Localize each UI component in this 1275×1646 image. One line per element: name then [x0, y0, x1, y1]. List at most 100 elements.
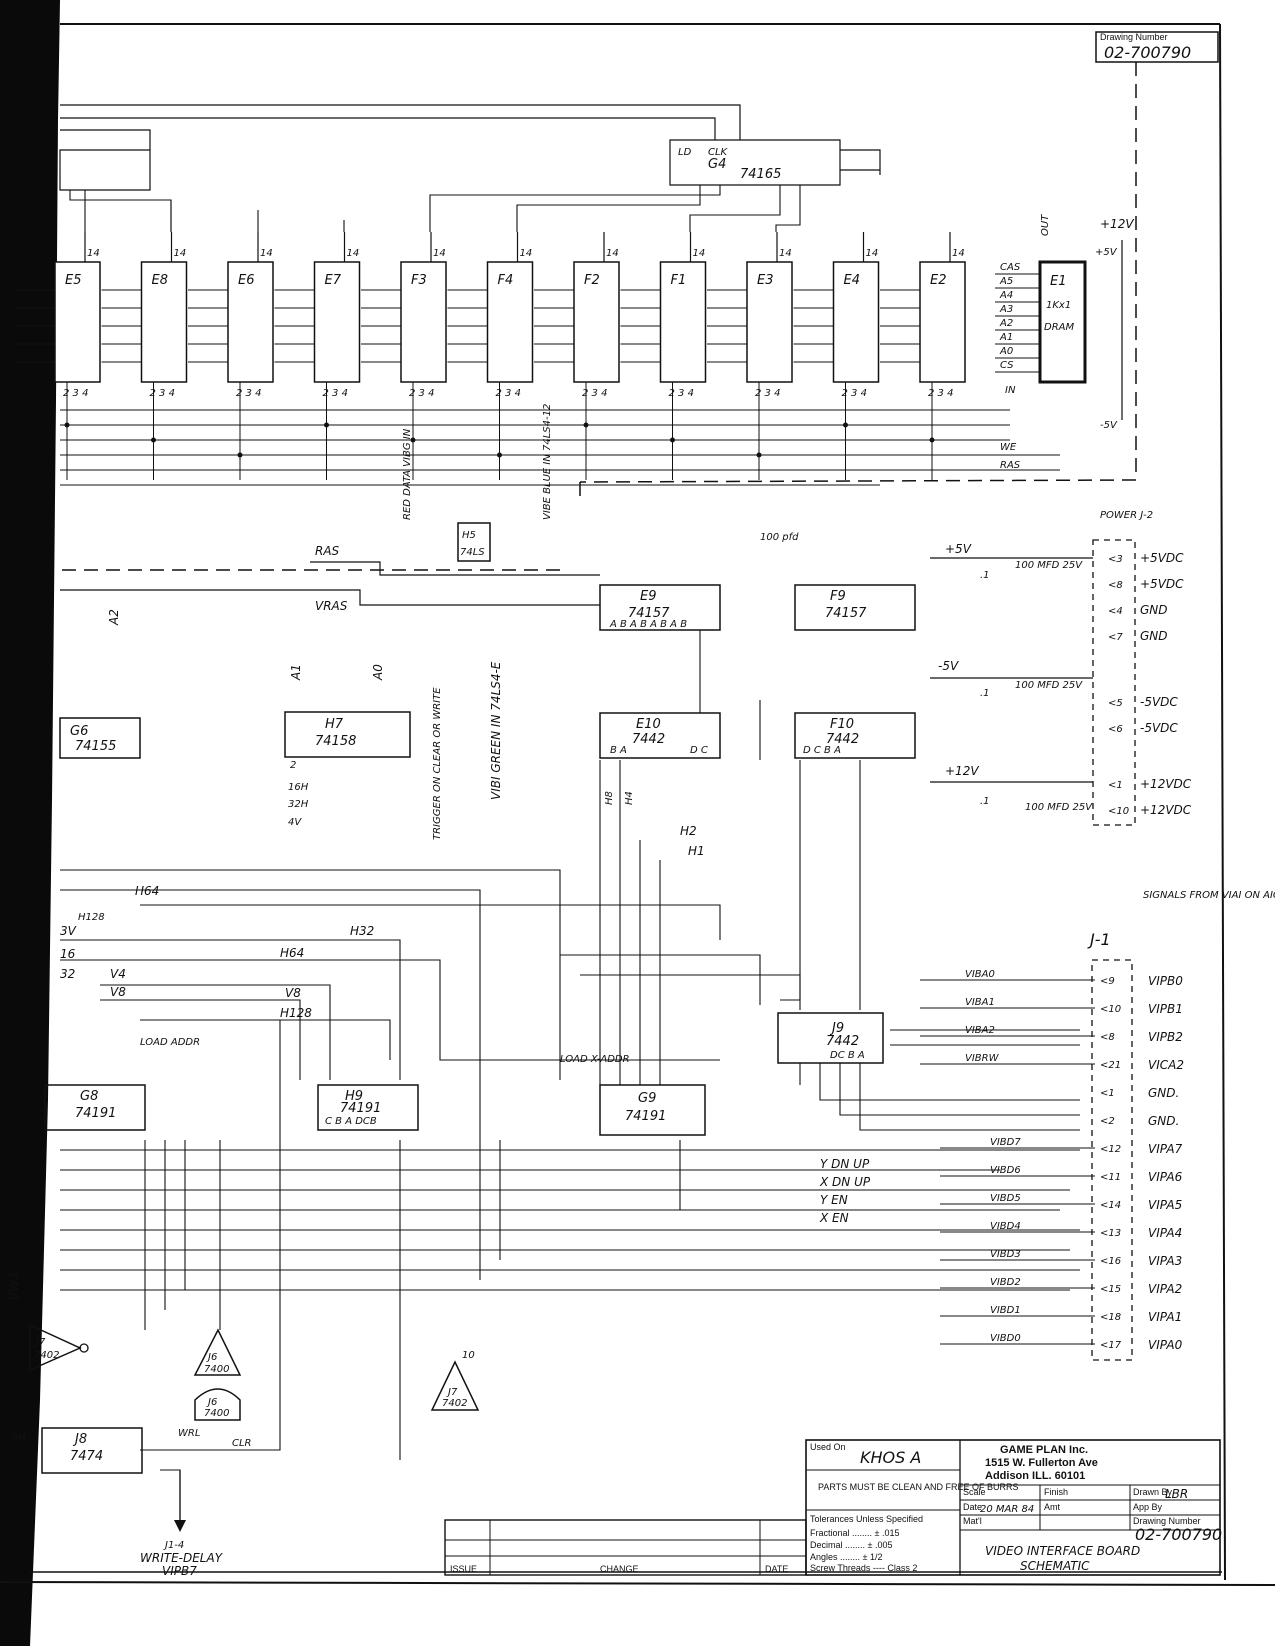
- j1-signal-label: VIBD2: [990, 1277, 1021, 1288]
- svg-text:.1: .1: [980, 570, 990, 581]
- label-red-data: RED DATA VIBG IN: [402, 428, 413, 520]
- e1-signal: CAS: [1000, 262, 1021, 273]
- power-label: GND: [1140, 629, 1168, 643]
- gate-j6-7400-bottom: J6 7400: [194, 1388, 241, 1421]
- svg-text:GAME PLAN Inc.: GAME PLAN Inc.: [1000, 1444, 1088, 1456]
- svg-text:100 MFD 25V: 100 MFD 25V: [1025, 802, 1093, 813]
- svg-text:DATE: DATE: [765, 1564, 788, 1574]
- svg-text:E10: E10: [636, 717, 661, 732]
- svg-text:VIDEO INTERFACE BOARD: VIDEO INTERFACE BOARD: [985, 1544, 1140, 1558]
- svg-text:A0: A0: [371, 664, 385, 681]
- svg-text:IN: IN: [1005, 385, 1016, 396]
- svg-text:32H: 32H: [288, 799, 309, 810]
- border-bottom: [0, 1581, 1275, 1586]
- svg-text:Scale: Scale: [963, 1487, 986, 1497]
- ram-chip-pins: 2 3 4: [409, 388, 434, 399]
- ram-chip-pin14: 14: [779, 248, 792, 259]
- ram-chip-ref: E3: [757, 273, 774, 288]
- svg-text:-5V: -5V: [938, 659, 959, 673]
- power-pin: <3: [1108, 554, 1123, 565]
- label-trigger: TRIGGER ON CLEAR OR WRITE: [432, 687, 443, 840]
- j1-out-label: VIPA1: [1148, 1310, 1182, 1324]
- ram-chip-ref: E8: [152, 273, 169, 288]
- svg-text:Fractional ........ ± .015: Fractional ........ ± .015: [810, 1528, 899, 1538]
- svg-text:RAS: RAS: [1000, 460, 1021, 471]
- svg-text:H8: H8: [604, 791, 615, 805]
- svg-text:SCHEMATIC: SCHEMATIC: [1020, 1559, 1090, 1573]
- ram-chip-pins: 2 3 4: [323, 388, 348, 399]
- svg-text:32: 32: [60, 967, 75, 981]
- ram-chip-pin14: 14: [606, 248, 619, 259]
- svg-text:G8: G8: [80, 1089, 98, 1104]
- svg-text:Tolerances Unless Specified: Tolerances Unless Specified: [810, 1514, 923, 1524]
- j1-out-label: VIPA4: [1148, 1226, 1182, 1240]
- ram-chip-pins: 2 3 4: [496, 388, 521, 399]
- svg-text:Addison ILL. 60101: Addison ILL. 60101: [985, 1470, 1085, 1482]
- svg-text:D C: D C: [690, 745, 708, 756]
- j1-signal-label: VIBD3: [990, 1249, 1021, 1260]
- svg-text:100 MFD 25V: 100 MFD 25V: [1015, 560, 1083, 571]
- svg-text:74191: 74191: [75, 1106, 116, 1121]
- j1-pin: <11: [1100, 1172, 1121, 1183]
- j1-out-label: VIPA6: [1148, 1170, 1183, 1184]
- svg-text:Drawing Number: Drawing Number: [1100, 32, 1168, 42]
- svg-text:Screw Threads ---- Class 2: Screw Threads ---- Class 2: [810, 1563, 917, 1573]
- ras-signals: RAS VRAS: [60, 544, 600, 613]
- svg-text:POWER J-2: POWER J-2: [1100, 510, 1153, 521]
- svg-text:C B A DCB: C B A DCB: [325, 1116, 377, 1127]
- j1-out-label: VIPA7: [1148, 1142, 1183, 1156]
- j1-signal-label: VIBA2: [965, 1025, 995, 1036]
- j1-out-label: VIPB0: [1148, 974, 1183, 988]
- power-pin: <5: [1108, 698, 1123, 709]
- chip-g9: G9 74191: [599, 1084, 706, 1136]
- svg-text:74165: 74165: [740, 167, 781, 182]
- ram-chip-ref: F1: [671, 273, 687, 288]
- svg-text:WE: WE: [1000, 442, 1017, 453]
- j1-signal-label: VIBA1: [965, 997, 995, 1008]
- svg-text:SIGNALS FROM VIAI ON AIONCB: SIGNALS FROM VIAI ON AIONCB: [1143, 890, 1275, 901]
- j1-signal-label: VIBD5: [990, 1193, 1021, 1204]
- svg-text:74157: 74157: [825, 606, 867, 621]
- net-labels: H64 H128 H64 H32 V4 V8 V8 H128 H2 H1 H8 …: [7, 609, 871, 1449]
- j1-pin: <9: [1100, 976, 1115, 987]
- e1-signal: A2: [999, 318, 1013, 329]
- ram-chip-pin14: 14: [87, 248, 100, 259]
- svg-text:H128: H128: [280, 1006, 312, 1020]
- svg-text:100 pfd: 100 pfd: [760, 532, 799, 543]
- svg-text:7402: 7402: [34, 1350, 59, 1361]
- ram-chip-pin14: 14: [347, 248, 360, 259]
- j1-out-label: VIPA5: [1148, 1198, 1182, 1212]
- svg-text:F10: F10: [830, 717, 854, 732]
- label-vibe-blue: VIBE BLUE IN 74LS4-12: [542, 404, 553, 520]
- svg-text:G4: G4: [708, 157, 726, 172]
- svg-text:H32: H32: [350, 924, 374, 938]
- svg-text:RAS: RAS: [315, 544, 340, 558]
- ram-chip-pins: 2 3 4: [842, 388, 867, 399]
- e1-signal: A5: [999, 276, 1013, 287]
- svg-text:74191: 74191: [340, 1101, 381, 1116]
- svg-text:Drawn By: Drawn By: [1133, 1487, 1173, 1497]
- svg-text:WRL: WRL: [178, 1428, 200, 1439]
- svg-text:+5V: +5V: [945, 542, 972, 556]
- svg-text:8H: 8H: [12, 1432, 26, 1443]
- ram-chip-pin14: 14: [520, 248, 533, 259]
- j1-out-label: VIPA2: [1148, 1282, 1182, 1296]
- power-pin: <4: [1108, 606, 1123, 617]
- ram-chip-pin14: 14: [693, 248, 706, 259]
- svg-text:E9: E9: [640, 589, 657, 604]
- svg-text:H2: H2: [680, 824, 697, 838]
- svg-text:VIPB7: VIPB7: [162, 1564, 197, 1578]
- svg-text:10: 10: [462, 1350, 475, 1361]
- svg-text:Mat'l: Mat'l: [963, 1516, 982, 1526]
- svg-text:74158: 74158: [315, 734, 356, 749]
- j1-signal-label: VIBD6: [990, 1165, 1021, 1176]
- power-pin: <8: [1108, 580, 1123, 591]
- svg-text:App By: App By: [1133, 1502, 1163, 1512]
- svg-text:OUT: OUT: [1040, 214, 1051, 236]
- j1-pin: <16: [1100, 1256, 1121, 1267]
- power-label: +12VDC: [1140, 777, 1192, 791]
